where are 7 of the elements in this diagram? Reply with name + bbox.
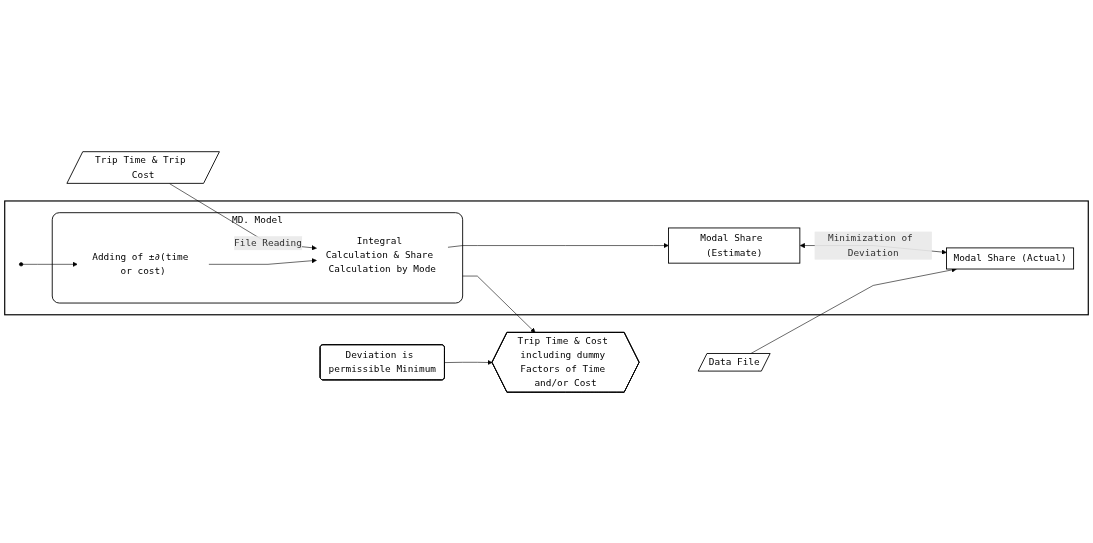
edge-label: File Reading bbox=[234, 236, 302, 249]
cluster bbox=[4, 199, 1089, 315]
node-box: Modal Share (Actual) bbox=[946, 247, 1075, 269]
node-text: Integral Calculation & Share Calculation by Mode bbox=[325, 234, 436, 274]
edge-label: Minimization of Deviation bbox=[827, 232, 913, 258]
node-box: Modal Share (Estimate) bbox=[668, 227, 801, 264]
node-text: Adding of ±∂(time or cost) bbox=[92, 250, 189, 277]
